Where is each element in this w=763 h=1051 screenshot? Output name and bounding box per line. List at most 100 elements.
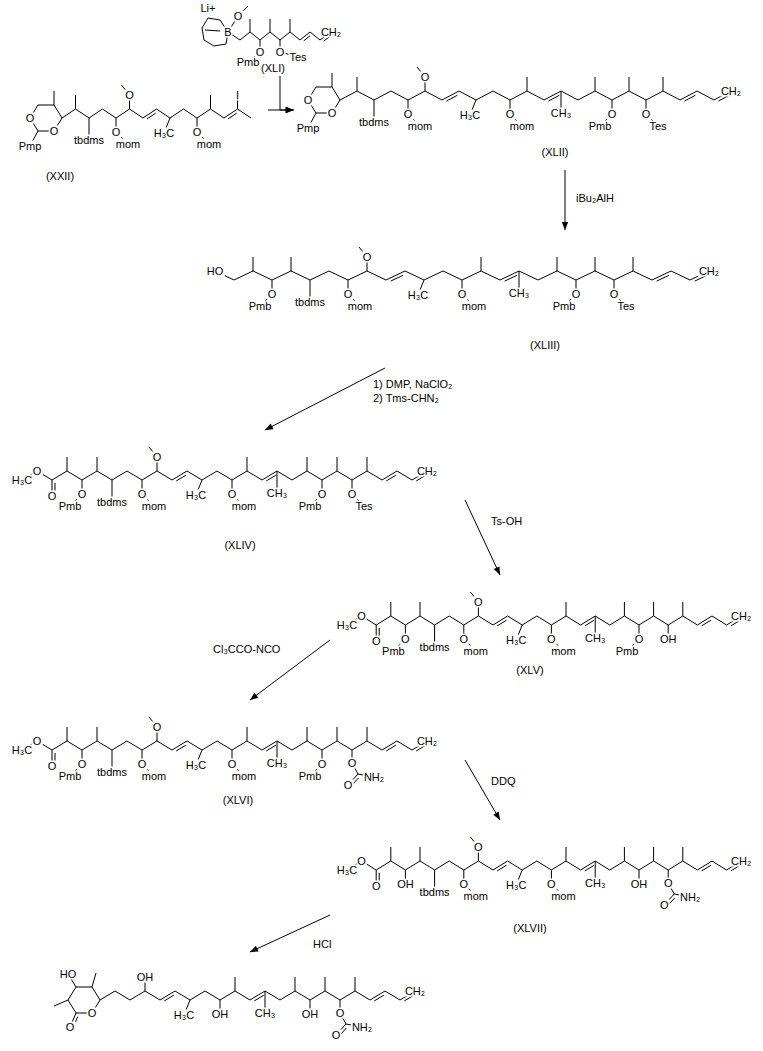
- reagent-label: Ts-OH: [490, 515, 523, 529]
- atom-label: H₃C: [11, 745, 33, 756]
- atom-label: O: [641, 109, 652, 120]
- atom-label: mom: [550, 891, 576, 902]
- atom-label: Pmb: [615, 646, 640, 657]
- bond-line: [420, 847, 421, 861]
- atom-label: NH₂: [363, 772, 385, 783]
- bond-line: [97, 727, 98, 741]
- bond-line: [67, 727, 68, 741]
- bond-line: [663, 77, 664, 91]
- atom-label: Pmb: [58, 771, 83, 782]
- bond-line: [390, 847, 391, 861]
- atom-label: O: [111, 127, 122, 138]
- atom-label: Tes: [616, 301, 635, 312]
- bond-line: [386, 475, 396, 481]
- atom-label: mom: [463, 646, 489, 657]
- atom-label: H₃C: [336, 865, 358, 876]
- bond-line: [332, 73, 333, 87]
- atom-label: CH₂: [730, 856, 752, 867]
- bond-line: [307, 727, 308, 741]
- atom-label: O: [47, 491, 58, 502]
- atom-label: tbdms: [96, 767, 128, 778]
- bond-line: [54, 1000, 68, 1006]
- atom-label: O: [403, 109, 414, 120]
- atom-label: CH₃: [550, 108, 572, 119]
- atom-label: OH: [630, 879, 649, 890]
- compound-structure: HOOOOHH₃COHCH₃OHOONH₂CH₂: [5, 952, 445, 1048]
- bond-line: [176, 475, 186, 481]
- atom-label: CH₂: [416, 736, 438, 747]
- atom-label: tbdms: [96, 497, 128, 508]
- atom-label: H₃C: [11, 475, 33, 486]
- bond-line: [481, 257, 482, 271]
- bond-line: [585, 865, 594, 871]
- reaction-arrow: [265, 368, 385, 430]
- atom-label: Pmb: [58, 501, 83, 512]
- compound-structure: H₃COOOPmbtbdmsOmomOH₃COmomCH₃OPmbOONH₂CH…: [5, 700, 465, 815]
- bond-line: [291, 257, 292, 271]
- bond-line: [390, 602, 391, 616]
- bond-line: [367, 457, 368, 471]
- atom-label: Pmb: [381, 646, 406, 657]
- bond-line: [505, 275, 517, 281]
- bond-line: [386, 745, 396, 751]
- reagent-label: Cl₃CCO-NCO: [212, 643, 281, 657]
- bond-line: [100, 991, 415, 1000]
- atom-label: O: [25, 113, 36, 124]
- atom-label: mom: [463, 891, 489, 902]
- atom-label: O: [459, 634, 470, 645]
- bond-line: [147, 113, 156, 119]
- bond-line: [337, 727, 338, 741]
- bond-line: [391, 275, 403, 281]
- atom-label: CH₃: [584, 878, 606, 889]
- reagent-label: 1) DMP, NaClO₂ 2) Tms-CHN₂: [372, 378, 460, 406]
- atom-label: CH₂: [320, 27, 342, 38]
- atom-label: CH₂: [730, 611, 752, 622]
- atom-label: mom: [461, 301, 487, 312]
- reagent-label: DDQ: [490, 775, 516, 789]
- atom-label: O: [400, 634, 411, 645]
- atom-label: O: [192, 127, 203, 138]
- atom-label: Tes: [354, 501, 373, 512]
- bond-line: [62, 109, 251, 118]
- atom-label: O: [317, 489, 328, 500]
- atom-label: O: [152, 452, 163, 463]
- atom-label: O: [77, 489, 88, 500]
- atom-label: O: [32, 466, 43, 477]
- compound-structure: H₃COOOPmbtbdmsOmomOH₃COmomCH₃OPmbOTesCH₂…: [5, 430, 465, 560]
- bond-line: [624, 602, 625, 616]
- bond-line: [527, 77, 528, 91]
- atom-label: tbdms: [358, 117, 390, 128]
- atom-label: Pmb: [298, 501, 323, 512]
- reaction-arrow: [465, 760, 500, 820]
- bond-line: [215, 271, 709, 280]
- bond-line: [653, 847, 654, 861]
- bond-line: [633, 257, 634, 271]
- bond-line: [325, 977, 326, 991]
- bond-line: [347, 861, 741, 870]
- atom-label: OH: [301, 1009, 320, 1020]
- bond-line: [210, 95, 211, 109]
- atom-label: O: [327, 108, 338, 119]
- reaction-arrow: [280, 76, 294, 110]
- atom-label: O: [609, 289, 620, 300]
- atom-label: Tes: [648, 121, 667, 132]
- bond-line: [247, 457, 248, 471]
- atom-label: mom: [231, 501, 257, 512]
- bond-line: [566, 602, 567, 616]
- atom-label: mom: [231, 771, 257, 782]
- atom-label: O: [457, 289, 468, 300]
- bond-line: [446, 95, 457, 101]
- atom-label: OH: [659, 634, 678, 645]
- atom-label: O: [303, 95, 314, 106]
- atom-label: H₃C: [459, 110, 481, 121]
- atom-label: Pmb: [552, 301, 577, 312]
- atom-label: Pmp: [18, 141, 43, 152]
- bond-line: [684, 95, 695, 101]
- compound-structure: H₃COOOHtbdmsOmomOH₃COmomCH₃OHOONH₂CH₂(XL…: [330, 820, 760, 940]
- atom-label: HO: [59, 969, 78, 980]
- atom-label: O: [571, 289, 582, 300]
- atom-label: O: [634, 634, 645, 645]
- atom-label: O: [546, 634, 557, 645]
- atom-label: O: [227, 759, 238, 770]
- atom-label: O: [77, 759, 88, 770]
